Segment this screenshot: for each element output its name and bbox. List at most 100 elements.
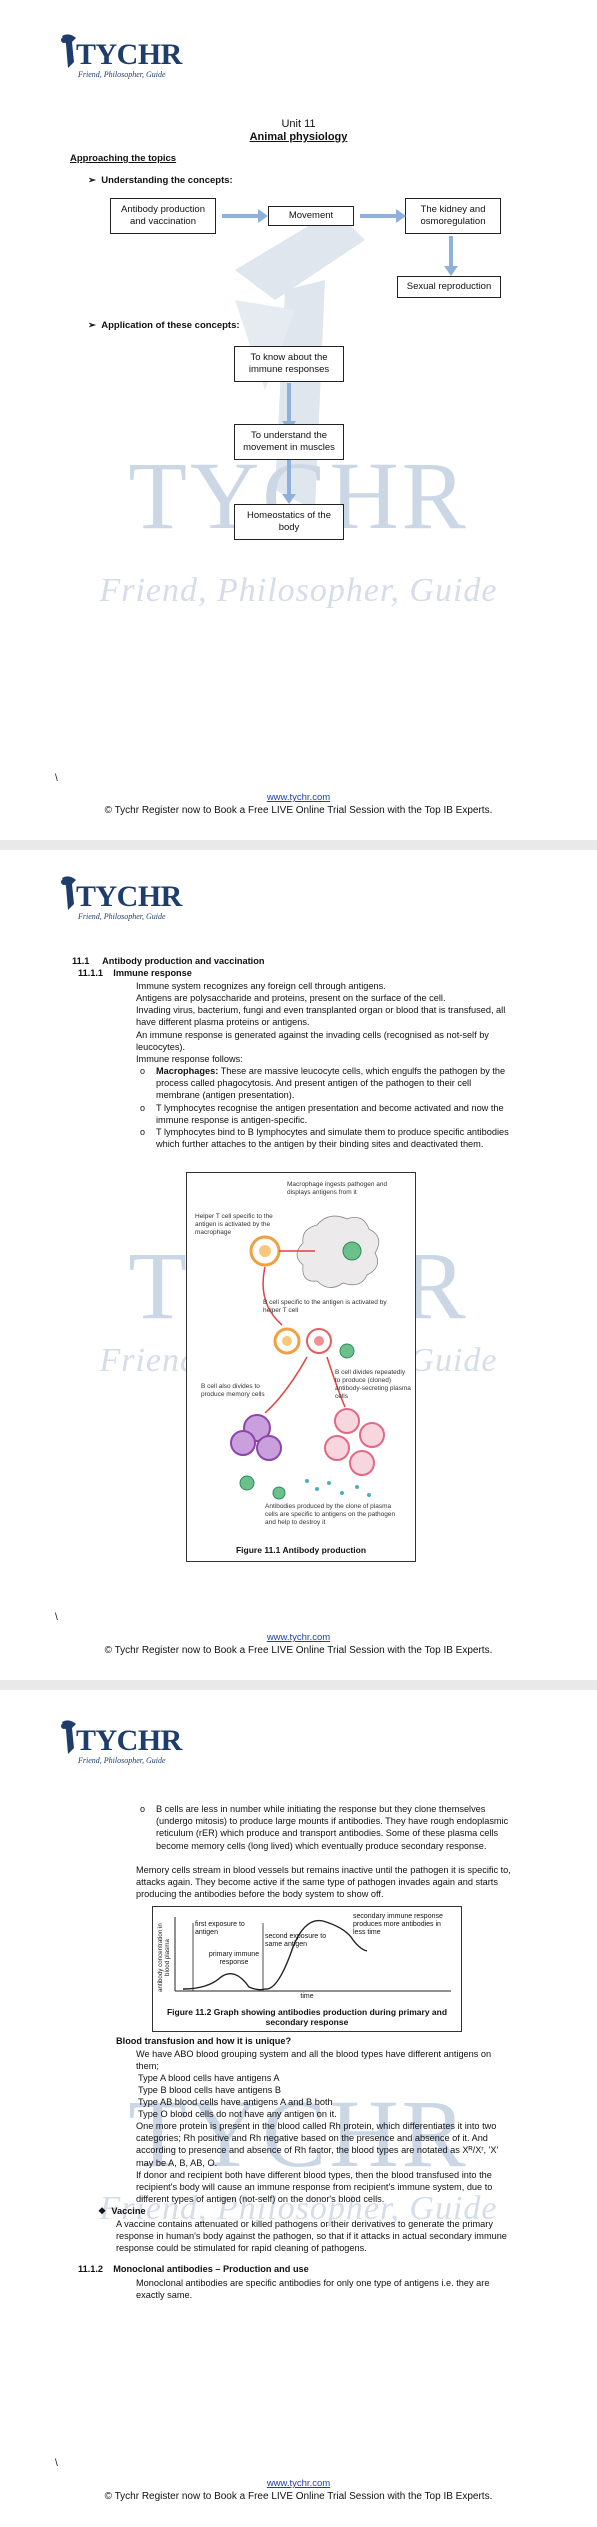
arrow-2-head [396, 209, 406, 223]
abo-type-b: Type B blood cells have antigens B [138, 2085, 282, 2095]
section-number: 11.1 [72, 956, 90, 966]
logo-emblem-icon [61, 876, 76, 910]
label-antibodies: Antibodies produced by the clone of plas… [265, 1503, 396, 1526]
label-memory: B cell also divides to produce memory ce… [201, 1383, 265, 1398]
section-title: Antibody production and vaccination [102, 956, 265, 966]
box-muscle-movement: To understand the movement in muscles [234, 424, 344, 460]
arrow-1-shaft [222, 214, 258, 218]
tychr-logo: TYCHR Friend, Philosopher, Guide [58, 32, 188, 82]
application-label: Application of these concepts: [101, 320, 240, 331]
box-sexual-reproduction: Sexual reproduction [397, 276, 501, 298]
blood-heading: Blood transfusion and how it is unique? [116, 2036, 292, 2046]
monoclonal-title: Monoclonal antibodies – Production and u… [113, 2264, 309, 2274]
memory-cells-bullet: Memory cells stream in blood vessels but… [136, 1865, 511, 1900]
understanding-heading: ➢ Understanding the concepts: [88, 175, 233, 186]
footer-slash: \ [55, 2458, 58, 2469]
monoclonal-bullet: Monoclonal antibodies are specific antib… [136, 2278, 490, 2301]
subsection-title: Immune response [113, 968, 192, 978]
box-antibody-production: Antibody production and vaccination [110, 198, 216, 234]
graph-caption: Figure 11.2 Graph showing antibodies pro… [166, 2007, 448, 2027]
antibody-production-diagram [230, 1215, 385, 1500]
logo-emblem-icon [61, 34, 76, 68]
vaccine-text: A vaccine contains attenuated or killed … [116, 2219, 507, 2254]
monoclonal-number: 11.1.2 [78, 2264, 104, 2274]
b-cell-bullet: B cells are less in number while initiat… [156, 1804, 509, 1851]
macrophage-cell [296, 1215, 380, 1288]
page-3: TYCHR Friend, Philosopher, Guide TYCHR F… [0, 1690, 597, 2527]
bullet-1: Immune system recognizes any foreign cel… [136, 981, 386, 991]
logo-text: TYCHR [76, 880, 182, 913]
footer-text: © Tychr Register now to Book a Free LIVE… [104, 805, 493, 816]
watermark-subtext: Friend, Philosopher, Guide [99, 572, 498, 609]
bullet-5: Immune response follows: [136, 1054, 243, 1064]
unit-title: Animal physiology [249, 131, 348, 143]
subsection-number: 11.1.1 [78, 968, 104, 978]
page-1: TYCHR Friend, Philosopher, Guide TYCHR F… [0, 0, 597, 840]
figure-antibody-graph: antibody concentration in blood plasma t… [152, 1906, 462, 2032]
footer-slash: \ [55, 1612, 58, 1623]
vaccine-heading: Vaccine [111, 2206, 146, 2216]
label-b-divides: B cell divides repeatedly to produce (cl… [335, 1369, 411, 1400]
logo-text: TYCHR [76, 1724, 182, 1757]
label-primary-response: primary immune response [208, 1951, 260, 1966]
label-second-exposure: second exposure to same antigen [265, 1933, 327, 1948]
box-movement: Movement [268, 206, 354, 226]
response-curve [182, 1919, 368, 1991]
footer-link[interactable]: www.tychr.com [266, 2478, 331, 2489]
arrow-4-shaft [287, 383, 291, 421]
abo-bullet: We have ABO blood grouping system and al… [136, 2049, 492, 2072]
logo-text: TYCHR [76, 38, 182, 71]
sub-bullet-circle: o [140, 1066, 146, 1076]
arrow-5-head [282, 494, 296, 504]
monoclonal-heading: 11.1.2 Monoclonal antibodies – Productio… [78, 2264, 309, 2274]
label-b-cell: B cell specific to the antigen is activa… [263, 1299, 387, 1314]
tychr-logo: TYCHR Friend, Philosopher, Guide [58, 874, 188, 924]
arrow-5-shaft [287, 460, 291, 494]
antibody-response-graph [174, 1917, 451, 1992]
flow-arrows [222, 209, 458, 504]
sub-bullet-circle: o [140, 1103, 146, 1113]
unit-label: Unit 11 [281, 118, 316, 130]
arrow-3-head [444, 266, 458, 276]
graph-ylabel: antibody concentration in blood plasma [157, 1923, 171, 1993]
box-homeostatics: Homeostatics of the body [234, 504, 344, 540]
sub-bullet-2: T lymphocytes recognise the antigen pres… [156, 1103, 504, 1126]
footer-link[interactable]: www.tychr.com [266, 792, 331, 803]
label-first-exposure: first exposure to antigen [195, 1921, 245, 1936]
pathogen [342, 1241, 362, 1261]
abo-type-a: Type A blood cells have antigens A [138, 2073, 280, 2083]
section-heading: 11.1 Antibody production and vaccination [72, 956, 264, 966]
sub-bullet-1: Macrophages: These are massive leucocyte… [156, 1065, 512, 1102]
sub-bullet-1-text: These are massive leucocyte cells, which… [156, 1066, 506, 1101]
footer-link[interactable]: www.tychr.com [266, 1632, 331, 1643]
sub-bullet-circle: o [140, 1127, 146, 1137]
sub-bullet-3: T lymphocytes bind to B lymphocytes and … [156, 1127, 509, 1150]
sub-bullet-circle: o [140, 1804, 146, 1814]
bullet-4: An immune response is generated against … [136, 1030, 489, 1053]
figure-caption: Figure 11.1 Antibody production [235, 1545, 367, 1555]
box-immune-responses: To know about the immune responses [234, 346, 344, 382]
approach-heading: Approaching the topics [70, 153, 177, 164]
page-2: TYCHR Friend, Philosopher, Guide TYCHR F… [0, 850, 597, 1680]
footer-text: © Tychr Register now to Book a Free LIVE… [104, 1645, 493, 1656]
label-secondary-response: secondary immune response produces more … [353, 1913, 443, 1936]
footer-slash: \ [55, 773, 58, 784]
plasma-cell [334, 1408, 360, 1434]
donor-bullet: If donor and recipient both have differe… [136, 2170, 493, 2205]
logo-emblem-icon [61, 1720, 76, 1754]
graph-xlabel: time [300, 1993, 314, 2000]
logo-tagline: Friend, Philosopher, Guide [78, 1756, 166, 1765]
arrow-to-plasma [326, 1356, 346, 1408]
arrow-3-shaft [449, 236, 453, 266]
understanding-label: Understanding the concepts: [101, 175, 233, 186]
vaccine-glyph: ❖ [98, 2206, 107, 2216]
box-kidney: The kidney and osmoregulation [405, 198, 501, 234]
vaccine-heading-row: ❖ Vaccine [98, 2206, 146, 2217]
arrow-t-to-b [262, 1266, 283, 1326]
bullet-2: Antigens are polysaccharide and proteins… [136, 993, 446, 1003]
arrow-to-memory [264, 1356, 308, 1414]
application-heading: ➢ Application of these concepts: [88, 320, 240, 331]
logo-tagline: Friend, Philosopher, Guide [78, 70, 166, 79]
arrow-1-head [258, 209, 268, 223]
abo-type-ab: Type AB blood cells have antigens A and … [138, 2097, 333, 2107]
